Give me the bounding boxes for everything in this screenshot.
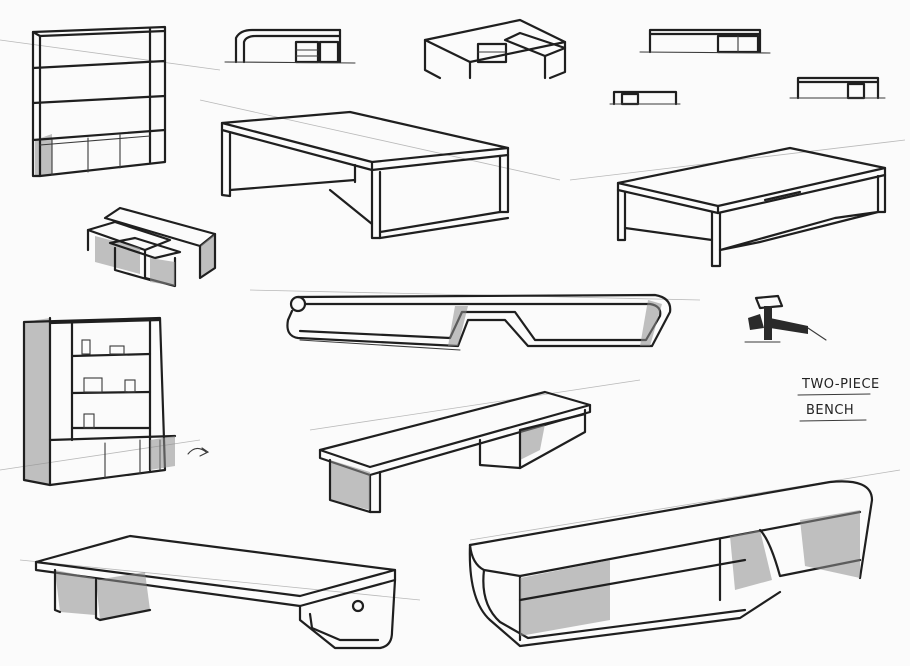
desk-front-sketch-2 [639, 28, 771, 54]
bookshelf-sketch [31, 25, 167, 178]
roll-bench-sketch [286, 293, 672, 351]
two-piece-bench-annotation: TWO-PIECE BENCH [797, 377, 880, 422]
desk-front-sketch-1 [224, 28, 356, 64]
large-bench-sketch [468, 480, 874, 648]
nesting-tables-sketch [86, 206, 217, 288]
two-piece-bench-sketch [318, 390, 592, 514]
joint-detail-sketch [744, 294, 827, 343]
annotation-line-1: TWO-PIECE [801, 377, 880, 392]
construction-lines [0, 39, 906, 601]
annotation-line-2: BENCH [806, 403, 854, 418]
low-table-sketch [616, 146, 887, 268]
long-low-bench-sketch [34, 534, 397, 650]
coffee-table-sketch [220, 110, 510, 240]
desk-front-sketch-3 [609, 90, 681, 106]
corner-desk-sketch [423, 18, 567, 80]
desk-front-sketch-4 [789, 76, 886, 100]
display-cabinet-sketch [22, 316, 210, 487]
